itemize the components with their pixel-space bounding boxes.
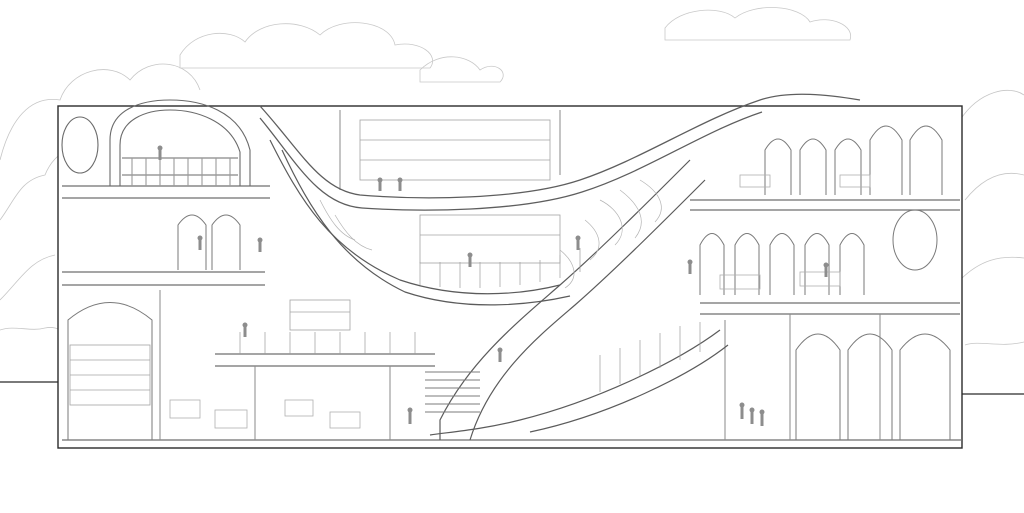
arched-colonnade-left [67, 214, 241, 440]
ground-line [0, 381, 1024, 395]
arched-colonnade-lower [795, 333, 951, 440]
library-shelves [69, 119, 561, 406]
domed-reading-room [61, 99, 251, 186]
building-section-frame [57, 105, 963, 449]
background-trees [0, 63, 1024, 346]
people-figures [157, 145, 829, 426]
stair-railings [239, 248, 701, 392]
walls [159, 110, 881, 440]
background-clouds [179, 7, 851, 83]
ornate-stair-detail [319, 179, 662, 289]
arched-colonnade-middle [699, 209, 938, 295]
arched-colonnade-upper [764, 125, 943, 195]
curved-walkway [259, 93, 861, 211]
entrance-steps [425, 371, 480, 413]
reading-tables [169, 174, 871, 429]
grand-staircase [269, 139, 729, 441]
